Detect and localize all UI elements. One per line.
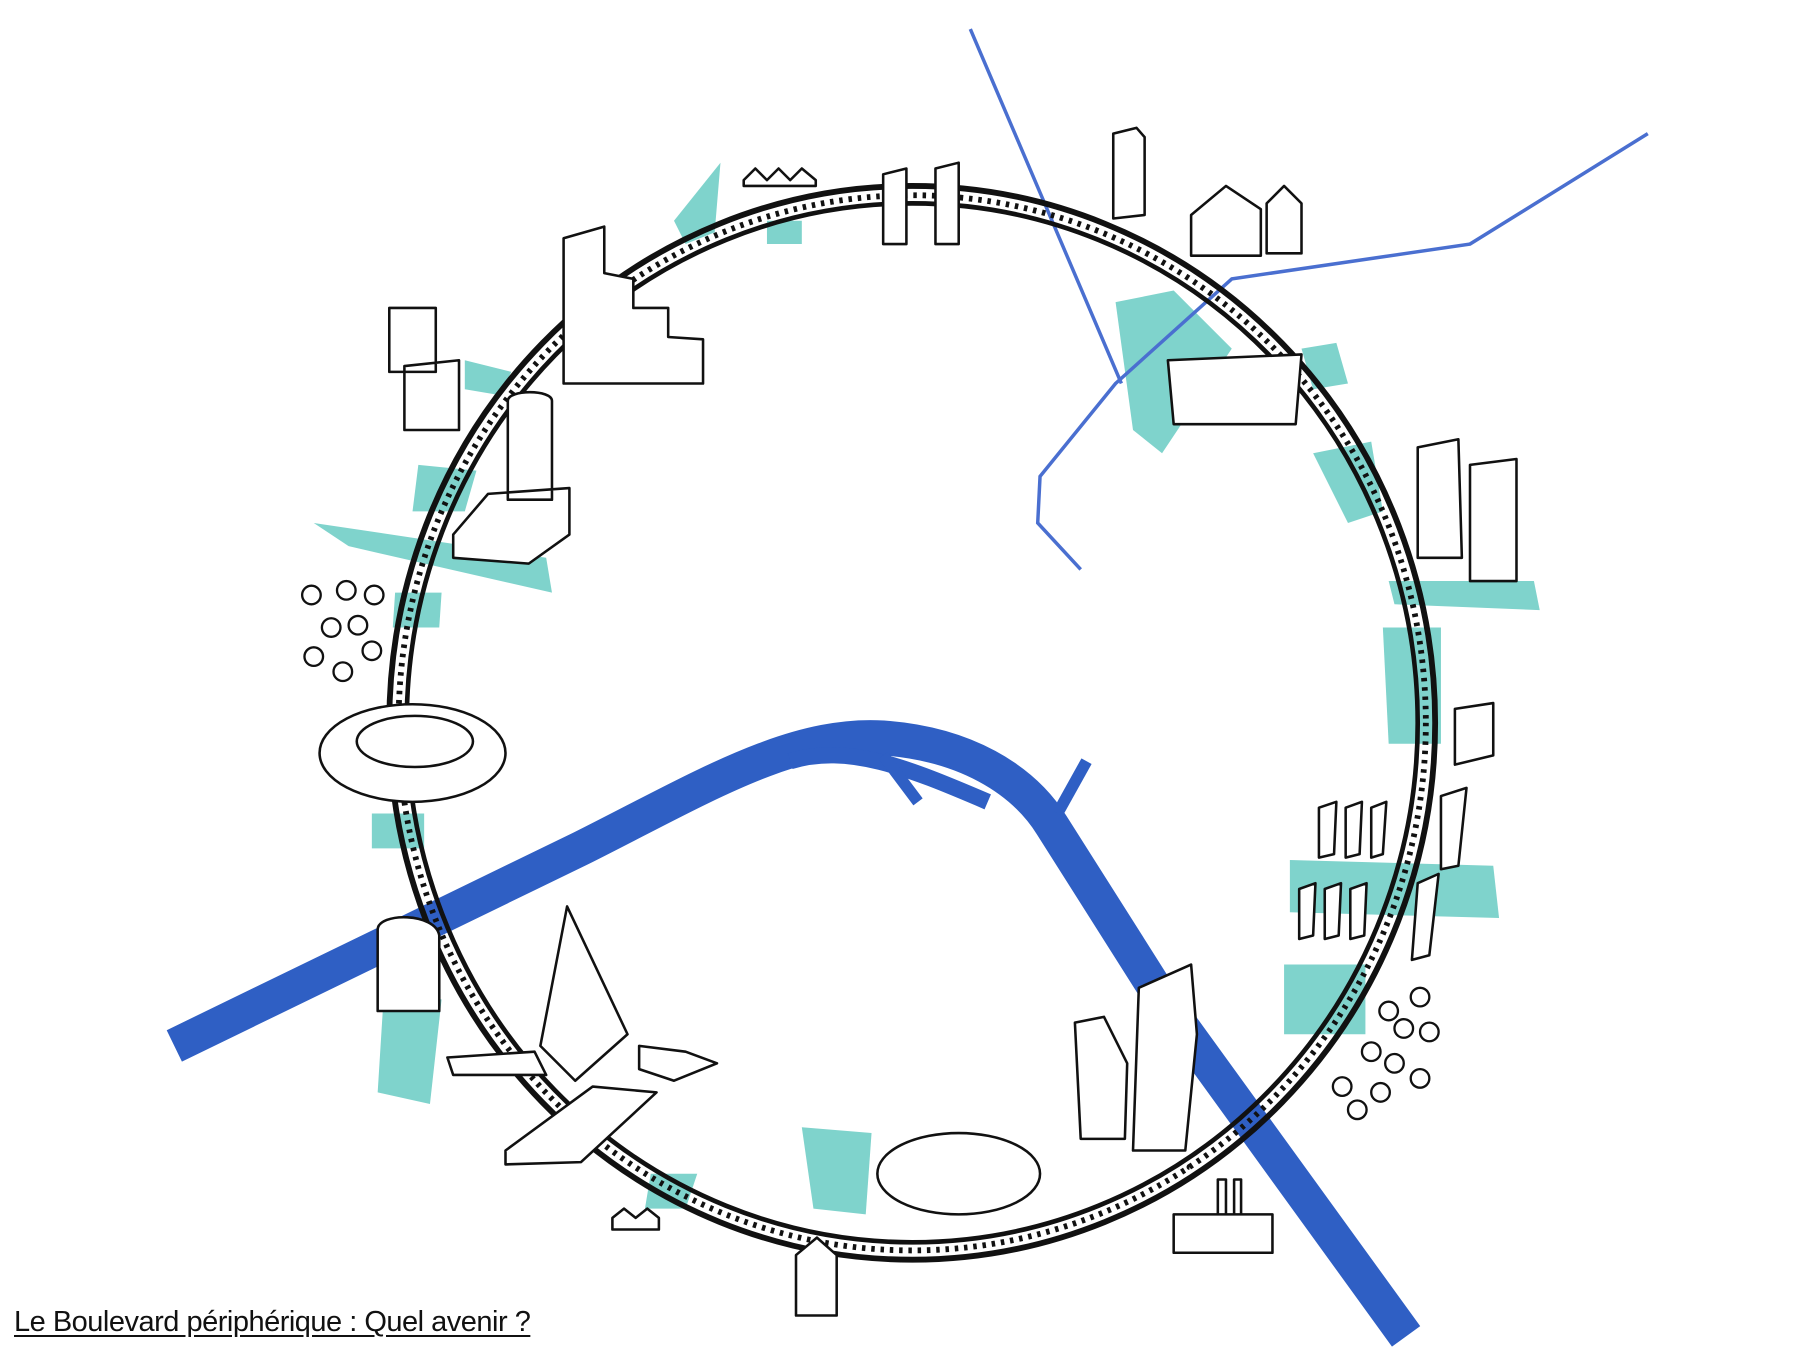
ring-road — [386, 183, 1439, 1263]
caption-title: Le Boulevard périphérique : Quel avenir … — [14, 1306, 531, 1338]
tree-clusters — [300, 579, 1440, 1121]
seine-river — [166, 720, 1421, 1347]
canal-lines — [968, 28, 1649, 571]
landmark-buildings — [318, 126, 1518, 1317]
